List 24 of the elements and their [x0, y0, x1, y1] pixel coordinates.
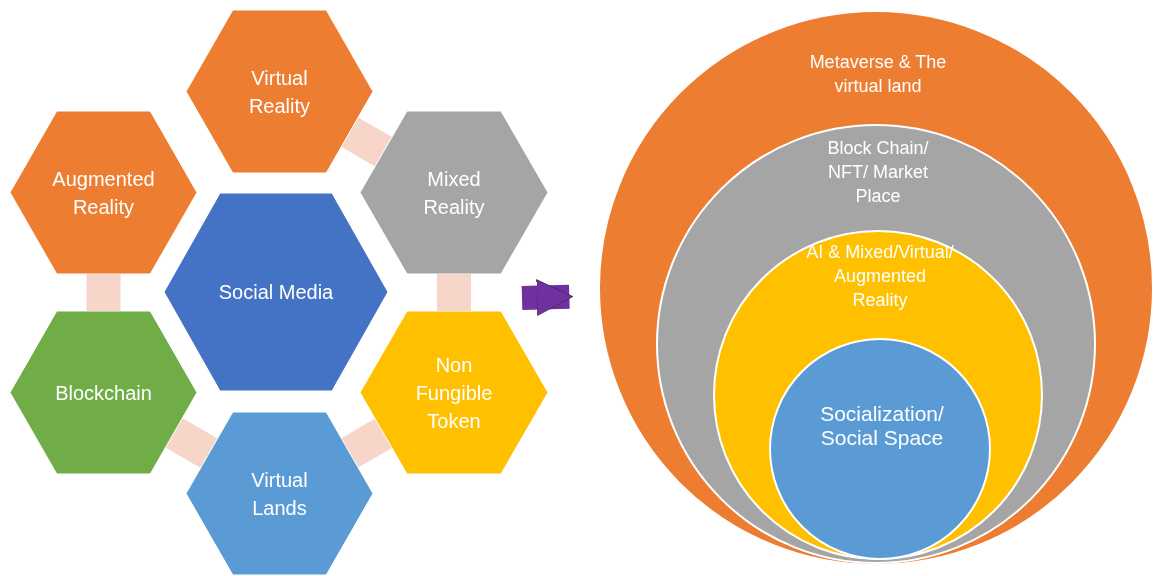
connector-band	[165, 418, 218, 468]
node-label: Social Media	[218, 280, 334, 305]
hexagon	[10, 311, 197, 474]
hexagon	[164, 193, 388, 391]
node-label: Socialization/ Social Space	[819, 402, 945, 450]
connector-band	[437, 274, 471, 311]
node-label: Virtual Reality	[247, 65, 312, 119]
connector-band	[341, 418, 393, 468]
node-label: AI & Mixed/Virtual/ Augmented Reality	[805, 241, 955, 312]
node-label: Block Chain/ NFT/ Market Place	[826, 137, 930, 208]
hexagon	[10, 111, 197, 274]
node-label: Non Fungible Token	[414, 352, 494, 434]
connector-band	[86, 274, 121, 311]
node-label: Mixed Reality	[422, 166, 486, 220]
node-label: Virtual Lands	[250, 467, 309, 521]
hexagon	[360, 111, 548, 274]
block-arrow	[521, 279, 574, 316]
hexagon	[186, 412, 373, 575]
hexagon	[360, 311, 548, 474]
node-label: Augmented Reality	[51, 166, 156, 220]
hexagon	[186, 10, 373, 173]
node-label: Blockchain	[55, 380, 152, 406]
node-label: Metaverse & The virtual land	[808, 51, 948, 98]
connector-band	[341, 117, 393, 167]
